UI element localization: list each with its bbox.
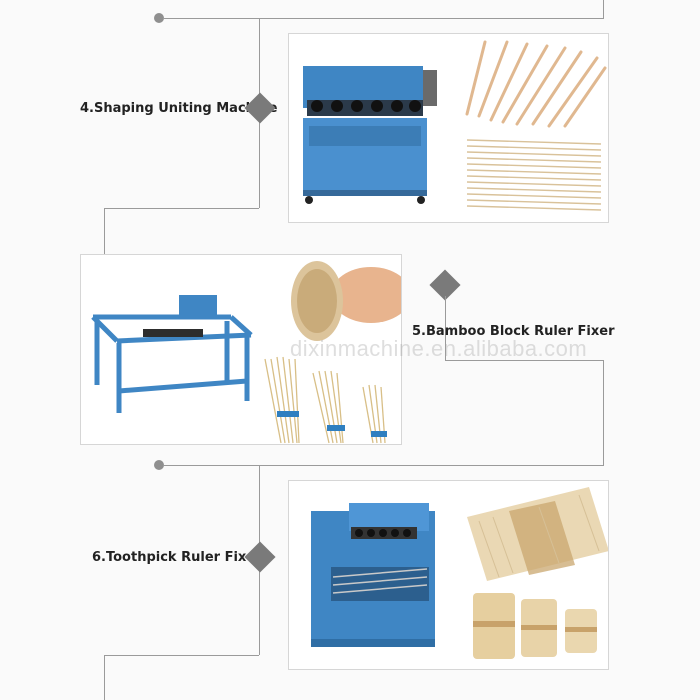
middle-line: [163, 465, 604, 466]
toothpick-bundles-image: [473, 593, 597, 659]
top-right-vertical: [603, 0, 604, 18]
flat-sticks-image: [467, 487, 608, 581]
stick-bundle-image: [466, 139, 602, 211]
section-4-panel: [288, 33, 609, 223]
hands-bundle-image: [291, 261, 401, 341]
section-6-diamond: [244, 541, 276, 573]
top-line: [163, 18, 604, 19]
watermark-text: dixinmachine.en.alibaba.com: [290, 336, 588, 361]
section5-right-line: [445, 360, 603, 361]
section-4-diamond: [244, 92, 276, 124]
stick-bundles-image: [264, 356, 386, 444]
section6-bottom-vertical: [104, 655, 105, 700]
top-dot: [154, 13, 164, 23]
bamboo-block-ruler-fixer-image: [91, 314, 253, 413]
toothpick-ruler-fixer-image: [311, 503, 435, 647]
section-6-panel: [288, 480, 609, 670]
section-5-images: [91, 261, 401, 444]
section-4-images: [303, 40, 607, 211]
section-5-label: 5.Bamboo Block Ruler Fixer: [412, 324, 615, 339]
section-6-label: 6.Toothpick Ruler Fixer: [92, 550, 262, 565]
section4-bottom-line: [104, 208, 259, 209]
machine-top-box: [179, 295, 217, 317]
section5-right-vertical: [445, 296, 446, 360]
middle-dot: [154, 460, 164, 470]
section-6-images: [311, 487, 608, 659]
section-5-panel: [80, 254, 402, 445]
pointed-sticks-image: [465, 40, 607, 128]
section-4-label: 4.Shaping Uniting Machine: [80, 101, 278, 116]
shaping-uniting-machine-image: [303, 66, 437, 204]
section5-far-right-vertical: [603, 360, 604, 465]
section6-bottom-line: [104, 655, 259, 656]
section5-left-vertical: [104, 208, 105, 254]
